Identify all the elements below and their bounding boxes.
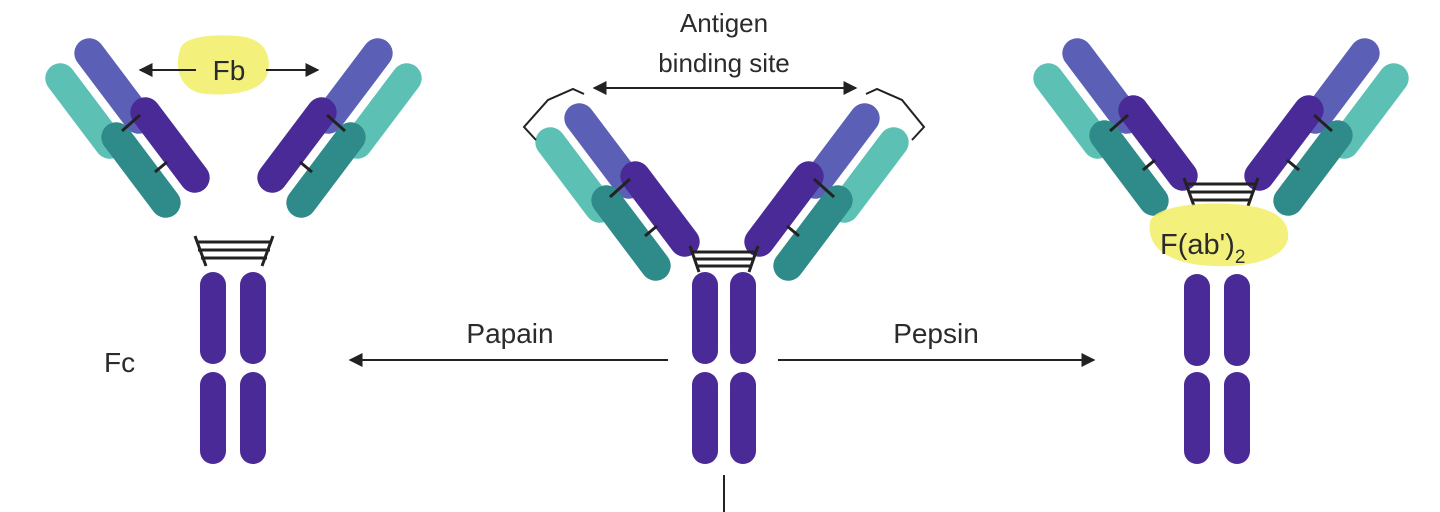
pepsin-label: Pepsin	[893, 318, 979, 349]
fab2-hinge-bonds	[1182, 177, 1260, 207]
fab-fragment-right	[257, 38, 422, 218]
pepsin-reaction: Pepsin	[778, 318, 1096, 367]
pfc-fragments	[1184, 274, 1250, 464]
papain-reaction: Papain	[348, 318, 668, 367]
left-fab-arm	[535, 103, 700, 281]
papain-products: Fb Fc	[45, 35, 422, 464]
left-bracket	[522, 87, 585, 141]
intact-antibody	[535, 103, 909, 512]
antigen-binding-site-marker: Antigen binding site	[522, 8, 926, 141]
fb-label: Fb	[213, 55, 246, 86]
fc-fragment	[193, 235, 275, 464]
light-constant-domain	[591, 185, 671, 281]
fc-label: Fc	[104, 347, 135, 378]
fab2-label: F(ab')2	[1160, 229, 1245, 268]
heavy-constant-domain	[620, 161, 700, 257]
light-constant-domain	[773, 185, 853, 281]
fb-highlight	[177, 35, 269, 95]
right-fab-arm	[744, 103, 909, 281]
right-bracket	[865, 87, 926, 141]
fab2-highlight	[1149, 203, 1289, 267]
hinge-disulfide-bonds	[688, 245, 760, 273]
pepsin-products: F(ab')2	[1033, 38, 1409, 464]
fab-fragment-left	[45, 38, 210, 218]
papain-label: Papain	[466, 318, 553, 349]
fc-stem	[692, 272, 756, 464]
heavy-constant-domain	[744, 161, 824, 257]
fab2-fragment	[1033, 38, 1409, 216]
antigen-label-line1: Antigen	[680, 8, 768, 38]
fc-hinge-bonds	[193, 235, 275, 267]
antigen-label-line2: binding site	[658, 48, 790, 78]
